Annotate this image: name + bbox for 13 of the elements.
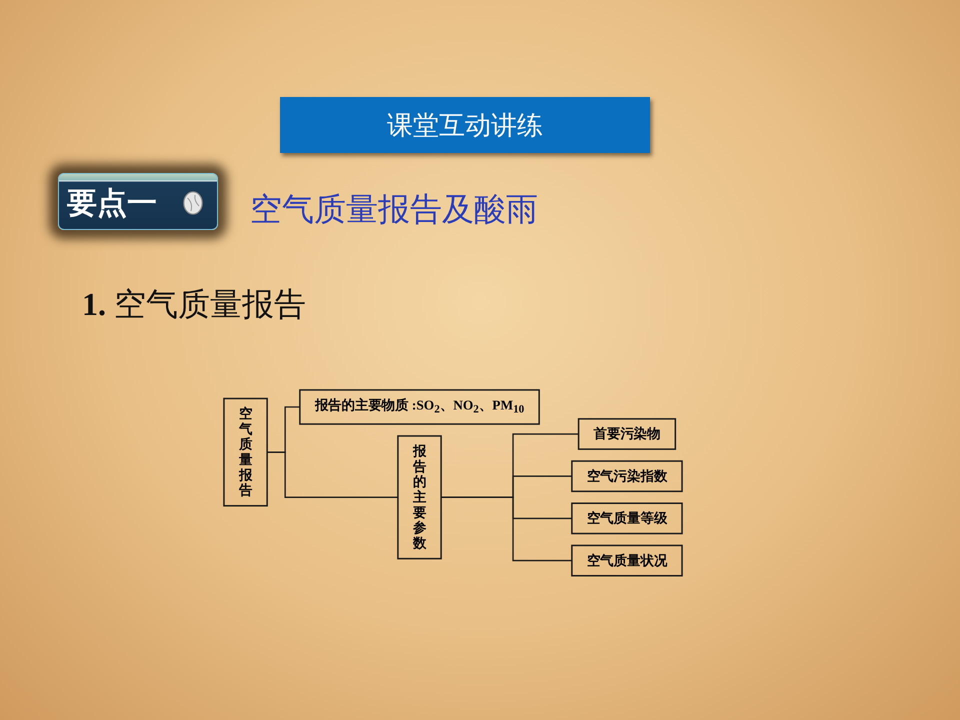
node-box: 报告的主要参数 <box>397 435 442 560</box>
node-box: 首要污染物 <box>578 418 676 450</box>
connector <box>267 452 398 498</box>
connector <box>441 496 572 562</box>
node-box: 空气质量等级 <box>571 502 683 534</box>
section-heading: 空气质量报告及酸雨 <box>250 189 538 230</box>
header-banner: 课堂互动讲练 <box>280 97 650 153</box>
node-box: 空气污染指数 <box>571 460 683 492</box>
subsection-heading: 1. 空气质量报告 <box>82 285 306 324</box>
node-box: 报告的主要物质 :SO$_{2}$、NO$_{2}$、PM$_{10}$ <box>299 389 540 425</box>
node-box: 空气质量报告 <box>223 398 268 507</box>
node-box: 空气质量状况 <box>571 544 683 577</box>
badge-label: 要点一 <box>67 187 157 221</box>
